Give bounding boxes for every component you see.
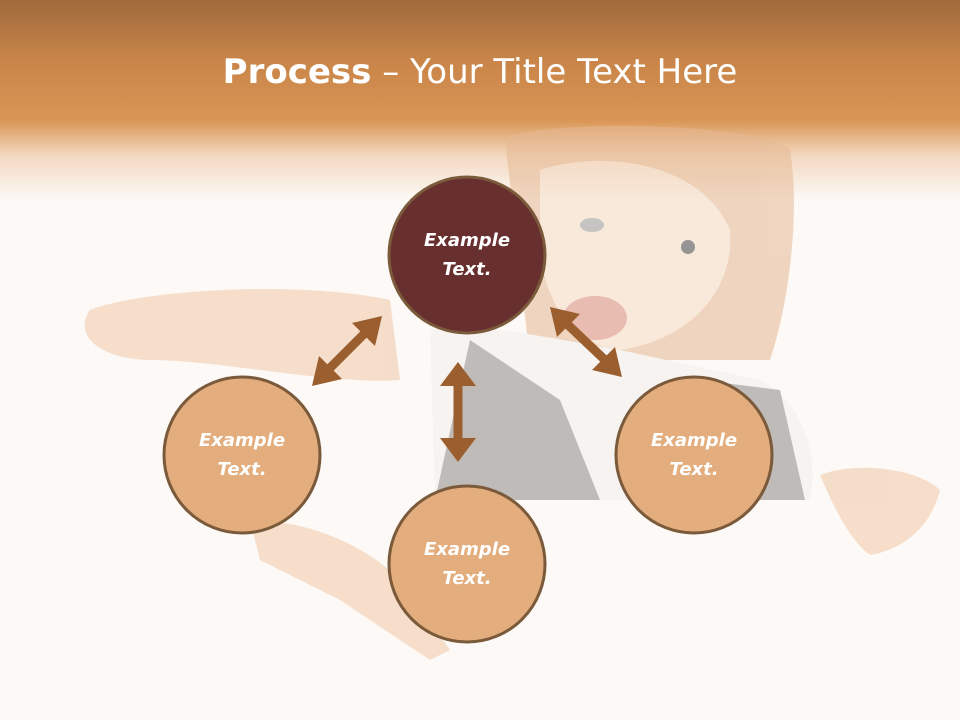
arrow-top-left (312, 316, 382, 386)
page-title: Process – Your Title Text Here (0, 52, 960, 92)
earring-shape (681, 240, 695, 254)
arrow-vertical (440, 362, 476, 462)
node-left-line2: Text. (217, 459, 266, 480)
arm-left-shape (84, 289, 401, 381)
eye-shape (580, 218, 604, 232)
hand-right-shape (820, 467, 940, 555)
node-right: Example Text. (614, 375, 774, 535)
node-top-line1: Example (424, 230, 510, 251)
hand-pointing-shape (250, 520, 450, 660)
node-top-line2: Text. (442, 259, 491, 280)
node-bottom-line1: Example (424, 539, 510, 560)
header-band (0, 0, 960, 200)
node-bottom: Example Text. (387, 484, 547, 644)
title-bold: Process (222, 52, 372, 92)
node-right-line2: Text. (669, 459, 718, 480)
node-top: Example Text. (387, 175, 547, 335)
node-left: Example Text. (162, 375, 322, 535)
vest-left-shape (435, 340, 600, 500)
node-left-line1: Example (199, 430, 285, 451)
node-bottom-line2: Text. (442, 568, 491, 589)
title-separator: – (371, 52, 411, 92)
node-right-line1: Example (651, 430, 737, 451)
title-rest: Your Title Text Here (410, 52, 738, 92)
arrow-top-right (550, 307, 622, 377)
mouth-shape (563, 296, 627, 340)
